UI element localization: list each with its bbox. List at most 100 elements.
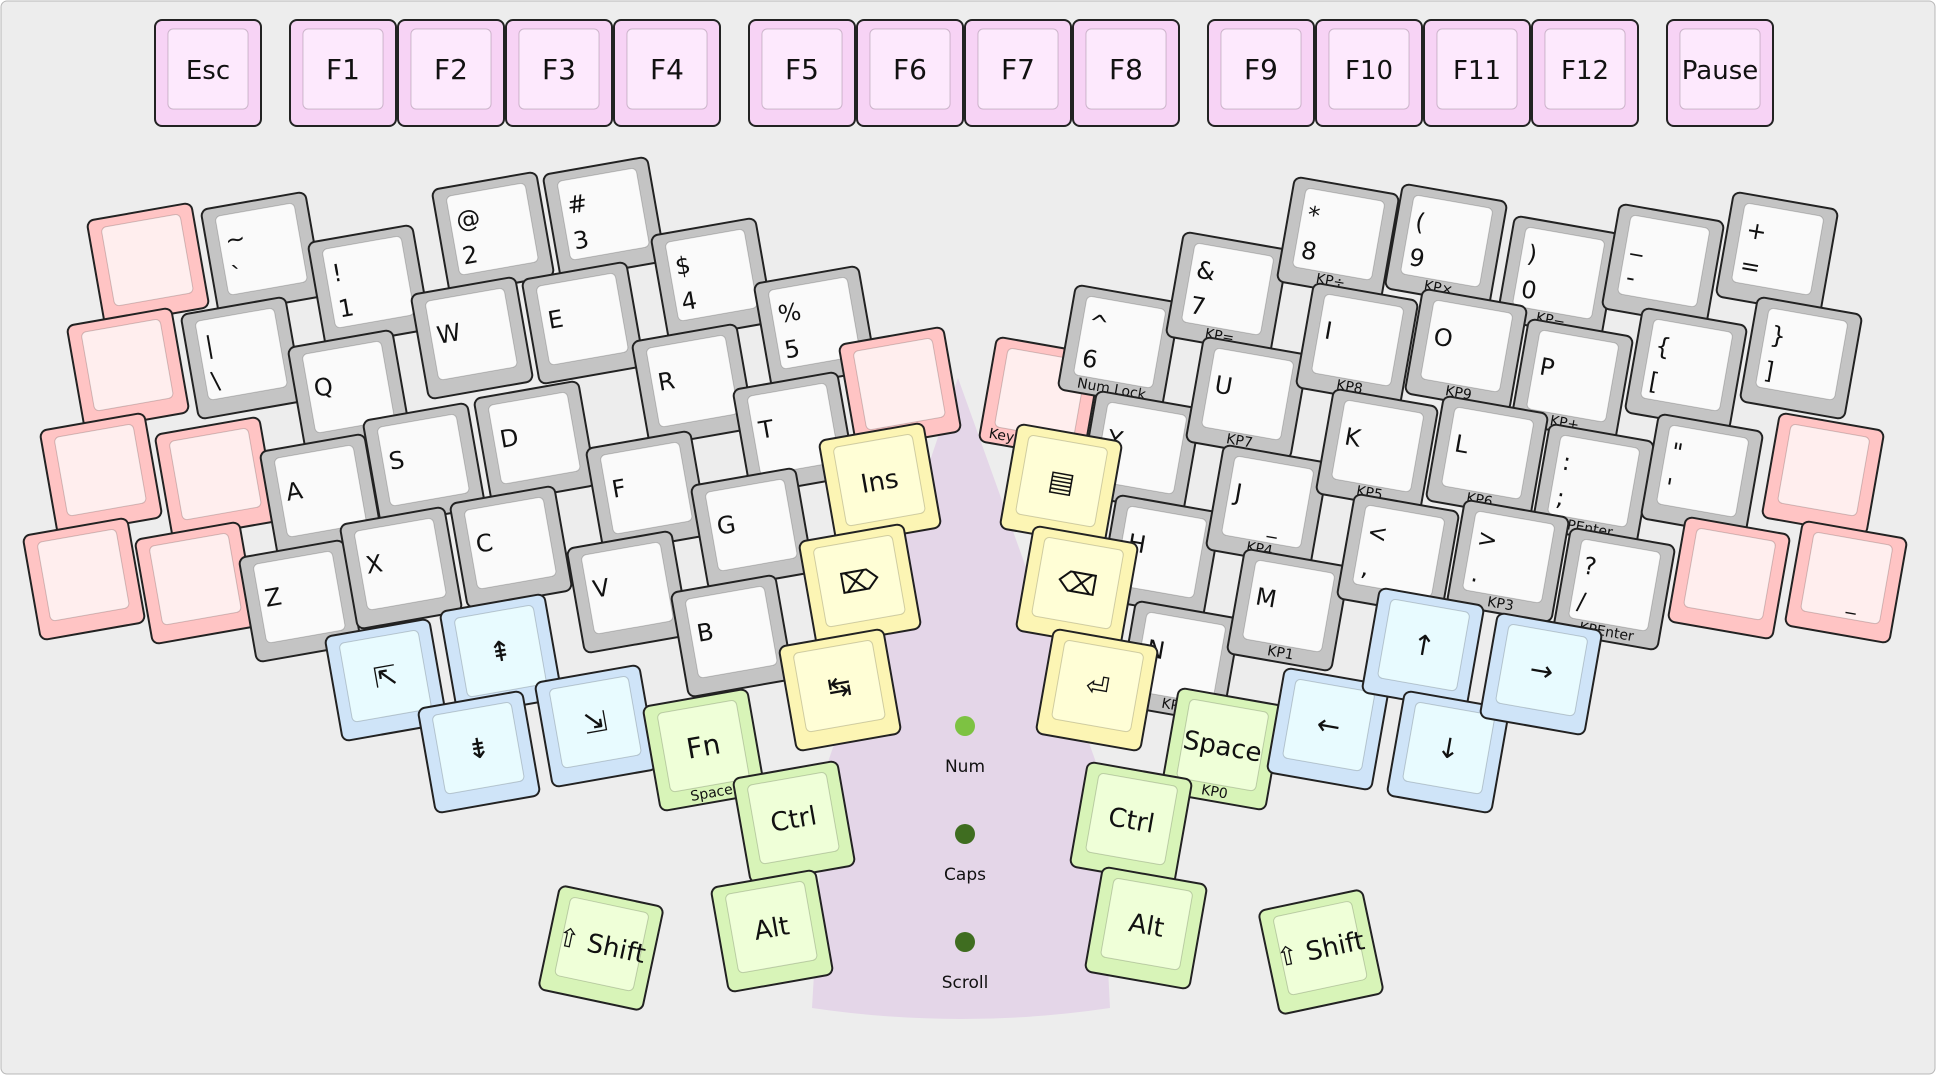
- key-r-ctrl[interactable]: Ctrl: [1069, 761, 1193, 885]
- key-l-x[interactable]: X: [339, 506, 463, 630]
- key-r-enter[interactable]: ⏎: [1035, 628, 1159, 752]
- key-fn-8[interactable]: F8: [1072, 19, 1180, 127]
- key-legend: Alt: [752, 911, 792, 947]
- key-r-mod-1[interactable]: [1667, 516, 1791, 640]
- key-l-ins[interactable]: Ins: [818, 422, 942, 546]
- key-fn-0[interactable]: Esc: [154, 19, 262, 127]
- key-l-e[interactable]: E: [521, 261, 645, 385]
- keycap-top: [195, 308, 288, 401]
- keycap-top: [1242, 560, 1335, 653]
- key-l-r[interactable]: R: [631, 323, 755, 447]
- key-l-z[interactable]: Z: [238, 539, 362, 663]
- key-r-alt[interactable]: Alt: [1084, 866, 1208, 990]
- key-r-menu[interactable]: ▤: [999, 423, 1123, 547]
- keycap-top: [1526, 330, 1619, 423]
- key-r-lbracket[interactable]: {[: [1624, 307, 1748, 431]
- key-legend-top: G: [715, 510, 738, 541]
- key-r-minus[interactable]: _-: [1601, 203, 1725, 327]
- key-fn-10[interactable]: F10: [1315, 19, 1423, 127]
- key-l-alt[interactable]: Alt: [710, 869, 834, 993]
- key-l-end[interactable]: ⇲: [534, 664, 658, 788]
- keycap-top: [1292, 188, 1385, 281]
- key-l-w[interactable]: W: [410, 276, 534, 400]
- key-r-period[interactable]: >.KP3: [1446, 499, 1570, 623]
- key-r-mod-0[interactable]: [1761, 412, 1885, 536]
- key-l-v[interactable]: V: [566, 530, 690, 654]
- key-l-1[interactable]: !1: [307, 224, 431, 348]
- key-l-backslash[interactable]: |\: [180, 296, 304, 420]
- keycap-top: [488, 392, 581, 485]
- key-legend-top: $: [673, 251, 693, 281]
- key-l-d[interactable]: D: [473, 380, 597, 504]
- key-r-8[interactable]: *8KP÷: [1276, 176, 1400, 300]
- led-scroll: Scroll: [942, 932, 988, 993]
- key-fn-6[interactable]: F6: [856, 19, 964, 127]
- keycap-top: [149, 533, 242, 626]
- key-fn-5[interactable]: F5: [748, 19, 856, 127]
- key-fn-1[interactable]: F1: [289, 19, 397, 127]
- key-legend-bottom: 0: [1519, 275, 1539, 305]
- key-fn-9[interactable]: F9: [1207, 19, 1315, 127]
- key-fn-3[interactable]: F3: [505, 19, 613, 127]
- key-l-del[interactable]: ⌦: [798, 523, 922, 647]
- key-r-p[interactable]: PKP+: [1510, 318, 1634, 442]
- key-l-3[interactable]: #3: [542, 156, 666, 280]
- key-r-down[interactable]: ↓: [1386, 690, 1510, 814]
- key-l-home[interactable]: ⇱: [324, 618, 448, 742]
- key-r-up[interactable]: ↑: [1361, 587, 1485, 711]
- key-l-s[interactable]: S: [362, 402, 486, 526]
- key-fn-4[interactable]: F4: [613, 19, 721, 127]
- key-r-equals[interactable]: +=: [1715, 191, 1839, 315]
- keycap-top: [626, 28, 708, 110]
- key-fn-12[interactable]: F12: [1531, 19, 1639, 127]
- key-fn-11[interactable]: F11: [1423, 19, 1531, 127]
- key-l-mod-2[interactable]: [39, 412, 163, 536]
- key-legend-top: <: [1365, 518, 1390, 549]
- key-l-pgup[interactable]: ⇞: [439, 593, 563, 717]
- key-l-shift[interactable]: ⇧ Shift: [538, 885, 664, 1011]
- key-legend-top: R: [656, 366, 677, 396]
- key-r-j[interactable]: J_KP4: [1205, 444, 1329, 568]
- key-l-2[interactable]: @2: [431, 171, 555, 295]
- key-r-0[interactable]: )0KP−: [1496, 215, 1620, 339]
- key-l-pgdn[interactable]: ⇟: [417, 690, 541, 814]
- key-l-mod-1[interactable]: [66, 307, 190, 431]
- key-r-9[interactable]: (9KP×: [1384, 183, 1508, 307]
- key-r-shift[interactable]: ⇧ Shift: [1258, 889, 1384, 1015]
- key-fn-2[interactable]: F2: [397, 19, 505, 127]
- key-r-backspace[interactable]: ⌫: [1015, 525, 1139, 649]
- key-l-tilde[interactable]: ~`: [200, 191, 324, 315]
- key-r-7[interactable]: &7KP=: [1165, 231, 1289, 355]
- key-fn-7[interactable]: F7: [964, 19, 1072, 127]
- key-fn-13[interactable]: Pause: [1666, 19, 1774, 127]
- key-legend-top: O: [1431, 322, 1454, 353]
- key-r-right[interactable]: →: [1479, 612, 1603, 736]
- key-legend-top: B: [695, 617, 716, 647]
- key-l-mod-0[interactable]: [86, 202, 210, 326]
- key-legend-bottom: ': [1663, 473, 1674, 502]
- key-l-mod-6[interactable]: [838, 326, 962, 450]
- key-l-c[interactable]: C: [449, 485, 573, 609]
- key-l-4[interactable]: $4: [650, 217, 774, 341]
- key-r-mod-2[interactable]: _: [1784, 520, 1908, 644]
- key-l-g[interactable]: G: [690, 467, 814, 591]
- key-l-mod-3[interactable]: [154, 416, 278, 540]
- key-l-b[interactable]: B: [670, 574, 794, 698]
- key-r-rbracket[interactable]: }]: [1739, 296, 1863, 420]
- key-l-ctrl[interactable]: Ctrl: [732, 760, 856, 884]
- key-r-quote[interactable]: "': [1640, 413, 1764, 537]
- key-l-mod-4[interactable]: [22, 517, 146, 641]
- key-legend-top: M: [1253, 582, 1278, 613]
- key-l-mod-5[interactable]: [134, 521, 258, 645]
- key-r-left[interactable]: ←: [1266, 667, 1390, 791]
- key-r-slash[interactable]: ?/KPEnter: [1552, 527, 1676, 651]
- key-l-tab[interactable]: ↹: [778, 628, 902, 752]
